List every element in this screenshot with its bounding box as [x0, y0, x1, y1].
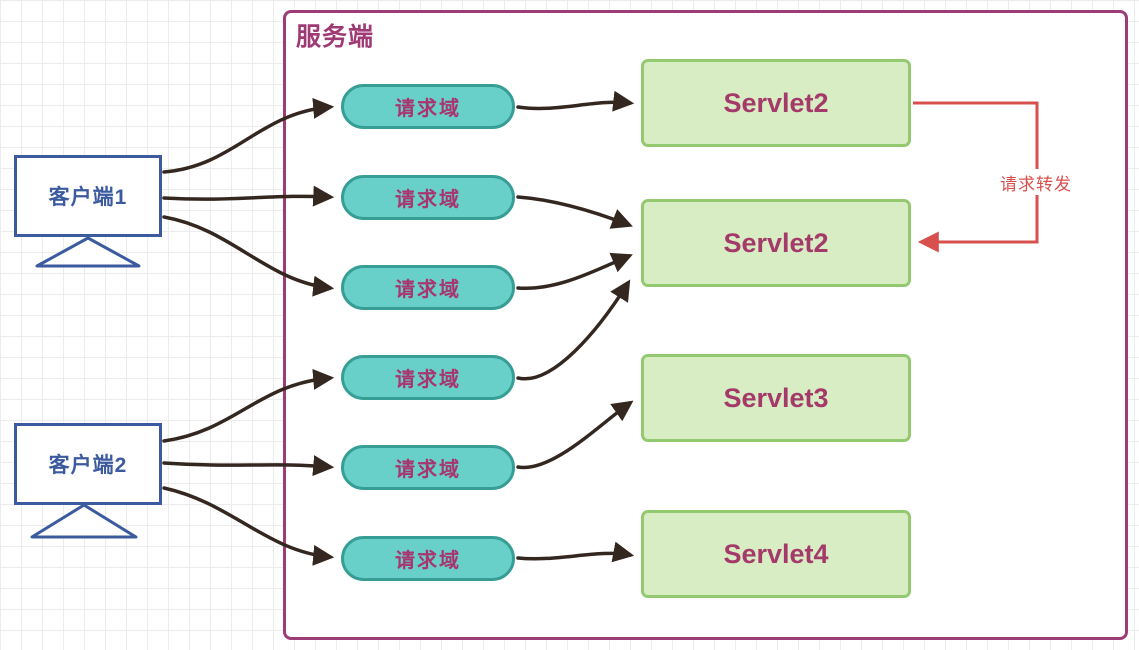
arrow-client1-pill1	[162, 97, 335, 174]
servlet2-top-label: Servlet2	[723, 87, 829, 118]
request-pill-6: 请求域	[341, 536, 515, 581]
arrow-client2-pill5	[162, 455, 335, 477]
arrow-pill5-servlet3	[516, 400, 634, 470]
server-title: 服务端	[296, 23, 375, 51]
servlet2-bottom-node: Servlet2	[641, 199, 911, 287]
arrow-pill6-servlet4	[516, 541, 635, 563]
arrow-pill1-servlet2top	[516, 90, 635, 112]
servlet3-node: Servlet3	[641, 354, 911, 442]
arrow-client1-pill3	[162, 215, 335, 297]
arrow-client1-pill2	[162, 185, 335, 207]
request-pill-1: 请求域	[341, 84, 515, 129]
request-pill-3-label: 请求域	[395, 279, 461, 301]
client2-node: 客户端2	[14, 423, 162, 505]
client1-label: 客户端1	[48, 186, 128, 209]
request-pill-6-label: 请求域	[395, 550, 461, 572]
arrow-pill4-servlet2bottom	[516, 279, 631, 381]
servlet2-top-node: Servlet2	[641, 59, 911, 147]
request-pill-5-label: 请求域	[395, 459, 461, 481]
arrow-pill2-servlet2bottom	[516, 195, 633, 229]
request-pill-2: 请求域	[341, 175, 515, 220]
arrow-client2-pill6	[162, 486, 335, 566]
client2-label: 客户端2	[48, 454, 128, 477]
request-pill-2-label: 请求域	[395, 189, 461, 211]
request-pill-5: 请求域	[341, 445, 515, 490]
request-pill-3: 请求域	[341, 265, 515, 310]
forward-arrow-label: 请求转发	[993, 169, 1079, 195]
servlet4-node: Servlet4	[641, 510, 911, 598]
servlet3-label: Servlet3	[723, 382, 829, 413]
arrow-pill3-servlet2bottom	[516, 252, 633, 290]
request-pill-1-label: 请求域	[395, 98, 461, 120]
client1-node: 客户端1	[14, 155, 162, 237]
servlet4-label: Servlet4	[723, 538, 829, 569]
servlet2-bottom-label: Servlet2	[723, 227, 829, 258]
request-pill-4: 请求域	[341, 355, 515, 400]
client1-monitor-stand	[35, 236, 141, 268]
arrow-client2-pill4	[162, 368, 335, 443]
request-pill-4-label: 请求域	[395, 369, 461, 391]
client2-monitor-stand	[30, 503, 138, 539]
